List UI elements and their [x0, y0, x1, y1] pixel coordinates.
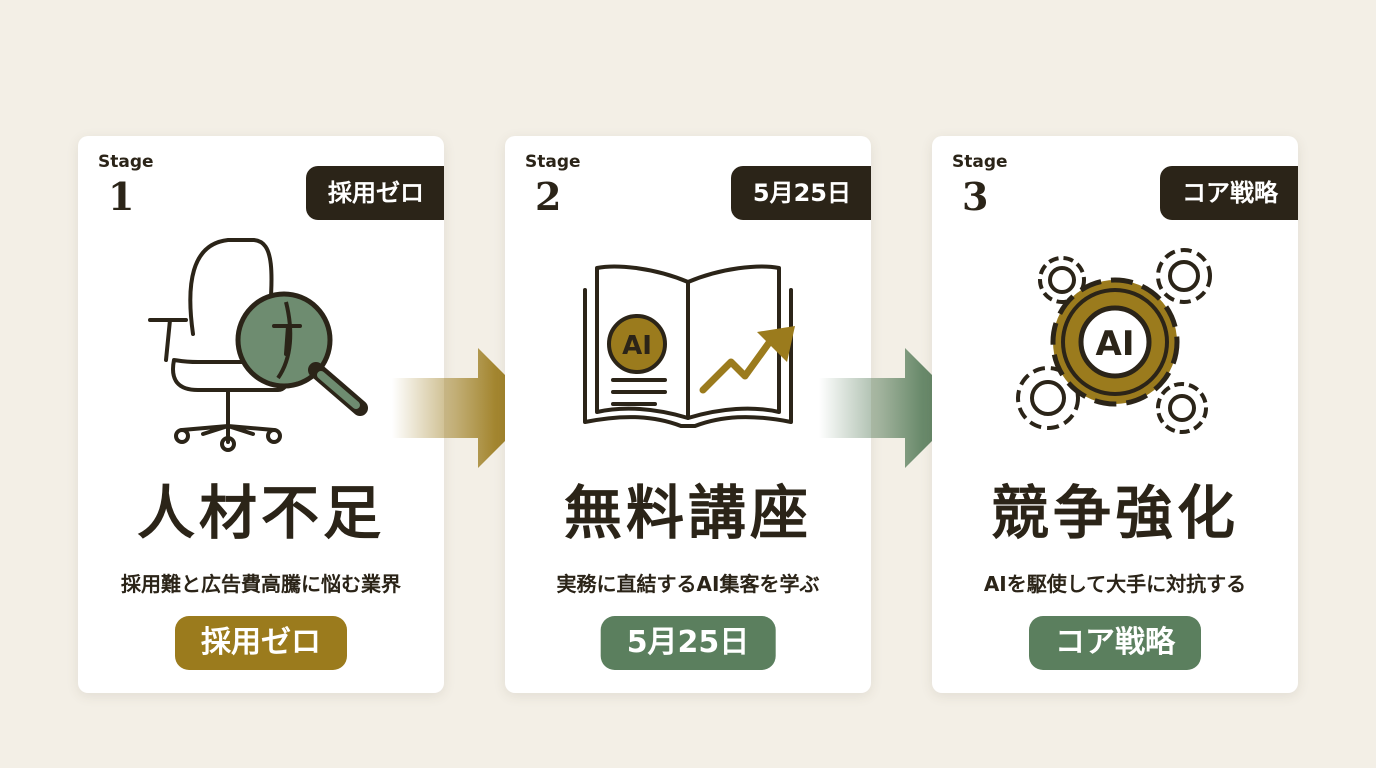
stage-description: AIを駆使して大手に対抗する: [983, 572, 1247, 596]
stage-label: Stage: [98, 152, 154, 172]
stage-card-3: Stage 3 コア戦略 AI 競争強化 AIを駆使して大手に対抗する コア戦略: [932, 136, 1298, 693]
stage-label: Stage: [525, 152, 581, 172]
stage-title: 人材不足: [136, 479, 385, 547]
stage-pill[interactable]: コア戦略: [1029, 616, 1201, 670]
arrow-right-icon: [819, 348, 965, 468]
svg-text:AI: AI: [622, 331, 652, 361]
stage-tag: コア戦略: [1160, 166, 1298, 220]
stage-label: Stage: [952, 152, 1008, 172]
stage-card-2: Stage 2 5月25日 AI 無料講座 実務に直結するAI集客を学ぶ 5月2…: [505, 136, 871, 693]
stage-pill[interactable]: 5月25日: [600, 616, 776, 670]
stage-number: 1: [108, 174, 135, 219]
stage-tag: 5月25日: [730, 166, 871, 220]
stage-title: 競争強化: [990, 479, 1239, 547]
stage-number: 2: [535, 174, 562, 219]
arrow-right-icon: [392, 348, 538, 468]
ai-gears-icon: AI: [1016, 248, 1212, 434]
stage-title: 無料講座: [563, 479, 812, 547]
office-chair-magnifier-icon: [148, 238, 368, 452]
stage-description: 採用難と広告費高騰に悩む業界: [121, 572, 401, 596]
stage-description: 実務に直結するAI集客を学ぶ: [556, 572, 820, 596]
svg-text:AI: AI: [1096, 324, 1135, 364]
ai-book-growth-icon: AI: [583, 264, 795, 428]
stage-tag: 採用ゼロ: [306, 166, 444, 220]
stage-card-1: Stage 1 採用ゼロ 人材不足 採用難と広告費高騰に悩む業界 採用ゼロ: [78, 136, 444, 693]
stage-number: 3: [962, 174, 989, 219]
stage-pill[interactable]: 採用ゼロ: [175, 616, 347, 670]
